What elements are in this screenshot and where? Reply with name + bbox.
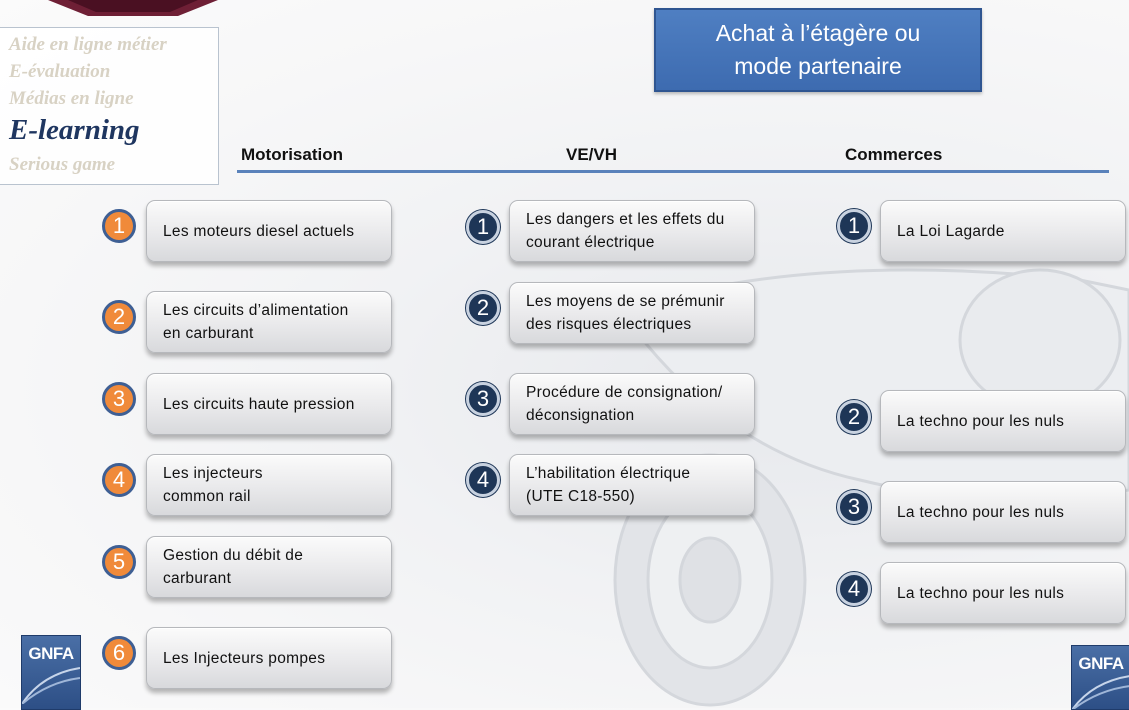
module-card-motorisation-3[interactable]: Les circuits haute pression: [146, 373, 392, 435]
module-card-motorisation-2[interactable]: Les circuits d’alimentation en carburant: [146, 291, 392, 353]
menu-item-e-evaluation[interactable]: E-évaluation: [9, 61, 111, 82]
logo-text: GNFA: [1078, 654, 1124, 673]
module-number-badge: 3: [102, 382, 136, 416]
module-card-commerces-3[interactable]: La techno pour les nuls: [880, 481, 1126, 543]
menu-item-serious-game[interactable]: Serious game: [9, 154, 116, 175]
module-card-label: Les circuits d’alimentation en carburant: [163, 302, 349, 342]
module-card-label: La techno pour les nuls: [897, 503, 1065, 521]
module-card-vevh-3[interactable]: Procédure de consignation/ déconsignatio…: [509, 373, 755, 435]
module-card-vevh-1[interactable]: Les dangers et les effets du courant éle…: [509, 200, 755, 262]
module-number-badge: 6: [102, 636, 136, 670]
module-card-commerces-4[interactable]: La techno pour les nuls: [880, 562, 1126, 624]
header-logo-fragment: [48, 0, 218, 16]
column-header-motorisation: Motorisation: [241, 145, 343, 164]
logo-swoosh-icon: [1072, 675, 1129, 709]
module-card-label: Les circuits haute pression: [163, 395, 355, 413]
module-card-motorisation-6[interactable]: Les Injecteurs pompes: [146, 627, 392, 689]
module-card-label: Les dangers et les effets du courant éle…: [526, 211, 725, 251]
banner-line-1: Achat à l’étagère ou: [715, 20, 921, 46]
menu-item-medias-en-ligne[interactable]: Médias en ligne: [9, 88, 134, 109]
module-number-badge: 1: [837, 209, 871, 243]
module-card-label: Les injecteurs common rail: [163, 465, 263, 505]
menu-item-e-learning[interactable]: E-learning: [9, 114, 140, 146]
learning-modes-menu: Aide en ligne métier E-évaluation Médias…: [0, 27, 219, 185]
module-number-badge: 2: [102, 300, 136, 334]
module-number-badge: 3: [837, 490, 871, 524]
module-number-badge: 4: [102, 463, 136, 497]
module-card-label: La Loi Lagarde: [897, 222, 1005, 240]
module-card-label: Les moyens de se prémunir des risques él…: [526, 293, 725, 333]
module-card-motorisation-5[interactable]: Gestion du débit de carburant: [146, 536, 392, 598]
module-card-label: La techno pour les nuls: [897, 412, 1065, 430]
header-divider: [237, 170, 1109, 173]
module-number-badge: 1: [466, 210, 500, 244]
banner-line-2: mode partenaire: [734, 53, 902, 79]
logo-text: GNFA: [28, 644, 74, 663]
module-number-badge: 3: [466, 382, 500, 416]
gnfa-logo-right: GNFA: [1071, 645, 1129, 710]
module-number-badge: 4: [466, 463, 500, 497]
module-card-label: Les moteurs diesel actuels: [163, 222, 355, 240]
module-card-motorisation-4[interactable]: Les injecteurs common rail: [146, 454, 392, 516]
module-card-label: L’habilitation électrique (UTE C18-550): [526, 465, 691, 505]
logo-swoosh-icon: [22, 667, 80, 705]
module-card-commerces-1[interactable]: La Loi Lagarde: [880, 200, 1126, 262]
module-card-label: Gestion du débit de carburant: [163, 547, 304, 587]
module-card-label: Procédure de consignation/ déconsignatio…: [526, 384, 723, 424]
column-header-commerces: Commerces: [845, 145, 943, 164]
module-card-vevh-2[interactable]: Les moyens de se prémunir des risques él…: [509, 282, 755, 344]
module-number-badge: 1: [102, 209, 136, 243]
module-card-vevh-4[interactable]: L’habilitation électrique (UTE C18-550): [509, 454, 755, 516]
module-number-badge: 2: [466, 291, 500, 325]
module-number-badge: 2: [837, 400, 871, 434]
module-number-badge: 4: [837, 572, 871, 606]
module-card-commerces-2[interactable]: La techno pour les nuls: [880, 390, 1126, 452]
title-banner: Achat à l’étagère ou mode partenaire: [654, 8, 982, 92]
menu-item-aide-en-ligne[interactable]: Aide en ligne métier: [9, 34, 167, 55]
gnfa-logo-left: GNFA: [21, 635, 81, 710]
module-number-badge: 5: [102, 545, 136, 579]
module-card-motorisation-1[interactable]: Les moteurs diesel actuels: [146, 200, 392, 262]
column-header-ve-vh: VE/VH: [566, 145, 618, 164]
module-card-label: Les Injecteurs pompes: [163, 649, 326, 667]
module-card-label: La techno pour les nuls: [897, 584, 1065, 602]
